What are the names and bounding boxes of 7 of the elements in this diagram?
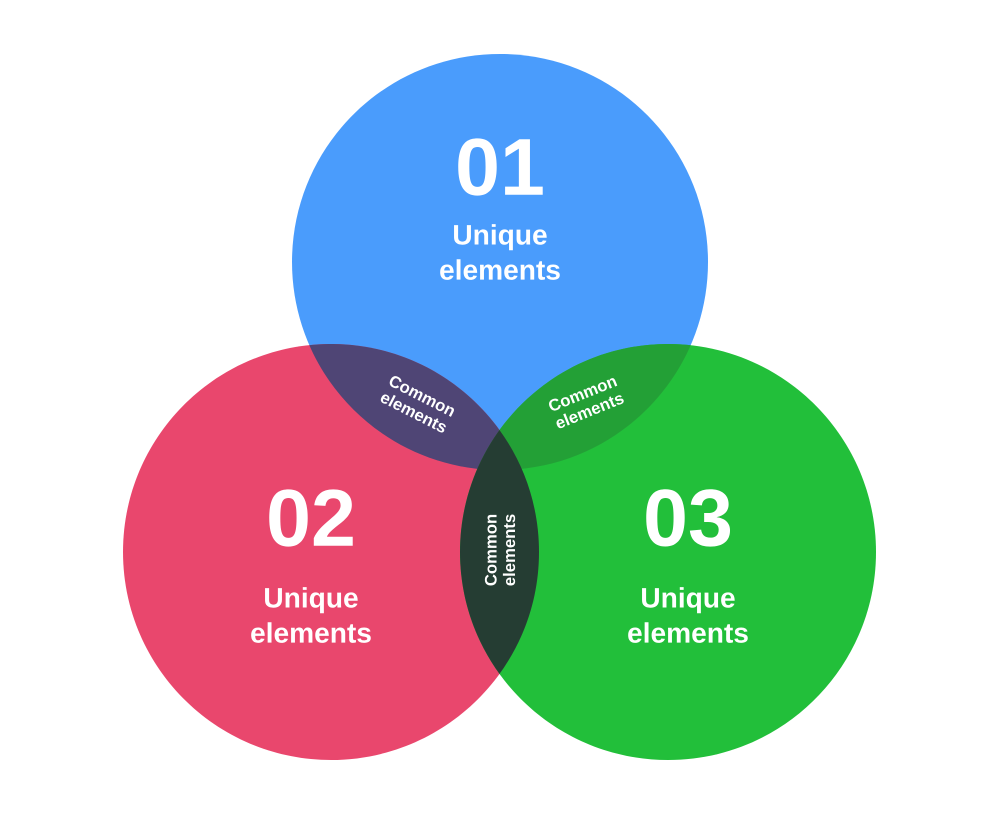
circle-label: Unique elements bbox=[628, 587, 748, 643]
number: 01 bbox=[458, 138, 543, 196]
overlap-label: Common elements bbox=[484, 514, 516, 586]
circle-label: Unique elements bbox=[251, 587, 371, 643]
circle-label: Unique elements bbox=[440, 224, 560, 280]
number: 03 bbox=[646, 489, 730, 547]
number: 02 bbox=[269, 489, 353, 547]
